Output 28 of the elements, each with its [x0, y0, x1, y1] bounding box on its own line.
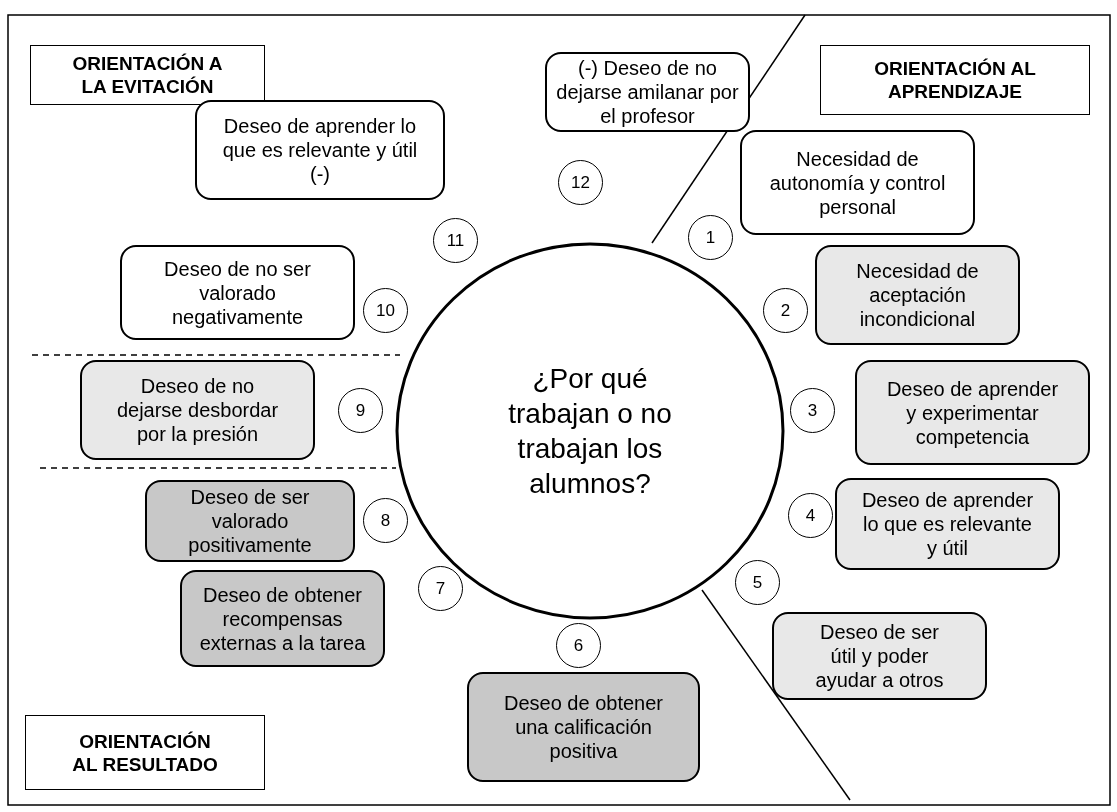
number-circle: 6 [556, 623, 601, 668]
motive-box: Deseo de aprender y experimentar competencia [855, 360, 1090, 465]
heading-box: ORIENTACIÓN A LA EVITACIÓN [30, 45, 265, 105]
motive-box: Deseo de aprender lo que es relevante y útil (-) [195, 100, 445, 200]
center-question: ¿Por qué trabajan o no trabajan los alumnos? [507, 362, 673, 501]
motive-box: Deseo de obtener recompensas externas a la tarea [180, 570, 385, 667]
number-circle: 5 [735, 560, 780, 605]
number-circle: 7 [418, 566, 463, 611]
heading-box: ORIENTACIÓN AL RESULTADO [25, 715, 265, 790]
motive-box: Deseo de obtener una calificación positiva [467, 672, 700, 782]
motive-box: Deseo de ser útil y poder ayudar a otros [772, 612, 987, 700]
number-circle: 3 [790, 388, 835, 433]
number-circle: 11 [433, 218, 478, 263]
number-circle: 10 [363, 288, 408, 333]
number-circle: 8 [363, 498, 408, 543]
number-circle: 1 [688, 215, 733, 260]
heading-box: ORIENTACIÓN AL APRENDIZAJE [820, 45, 1090, 115]
motive-box: Necesidad de aceptación incondicional [815, 245, 1020, 345]
number-circle: 9 [338, 388, 383, 433]
number-circle: 12 [558, 160, 603, 205]
motive-box: Deseo de no dejarse desbordar por la presión [80, 360, 315, 460]
motive-box: Deseo de aprender lo que es relevante y útil [835, 478, 1060, 570]
number-circle: 2 [763, 288, 808, 333]
motive-box: Deseo de no ser valorado negativamente [120, 245, 355, 340]
motive-box: Necesidad de autonomía y control personal [740, 130, 975, 235]
number-circle: 4 [788, 493, 833, 538]
motive-box: (-) Deseo de no dejarse amilanar por el profesor [545, 52, 750, 132]
motive-box: Deseo de ser valorado positivamente [145, 480, 355, 562]
